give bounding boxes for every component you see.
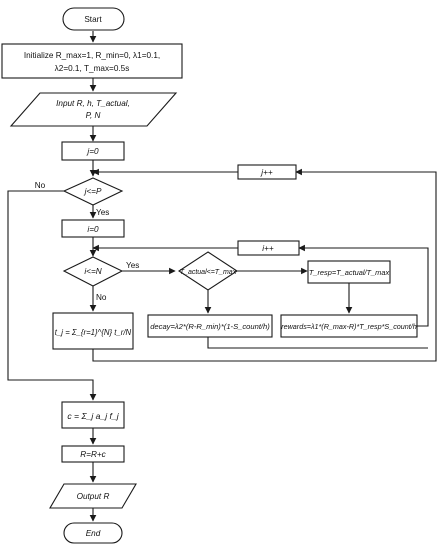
j-condition-decision: j<=P (62, 177, 124, 206)
t-resp-process: T_resp=T_actual/T_max (307, 260, 391, 284)
time-condition-label: T_actual<=T_max (180, 269, 237, 276)
update-process: R=R+c (61, 445, 125, 463)
j-no-label: No (35, 181, 46, 190)
j-increment-label: j++ (260, 168, 273, 177)
decay-process: decay=λ2*(R-R_min)*(1-S_count/h) (147, 314, 273, 338)
input-label-line1: Input R, h, T_actual, (56, 99, 130, 108)
init-label-line1: Initialize R_max=1, R_min=0, λ1=0.1, (24, 51, 160, 60)
start-label: Start (84, 15, 102, 24)
update-label: R=R+c (80, 450, 105, 459)
end-label: End (86, 529, 101, 538)
edge-rewards-iinc (298, 244, 429, 327)
tj-average-process: t_j = Σ_{r=1}^{N} t_r/N (52, 312, 134, 350)
i-condition-label: i<=N (84, 267, 101, 276)
tj-formula-label: t_j = Σ_{r=1}^{N} t_r/N (55, 328, 132, 337)
rewards-process: rewards=λ1*(R_max-R)*T_resp*S_count/h (280, 314, 418, 338)
edge-tj-jinc (92, 168, 437, 362)
init-process: Initialize R_max=1, R_min=0, λ1=0.1, λ2=… (1, 43, 183, 79)
input-label-line2: P, N (86, 111, 101, 120)
j-condition-label: j<=P (84, 187, 102, 196)
i-yes-label: Yes (126, 261, 139, 270)
j-increment-process: j++ (237, 164, 297, 180)
j-init-label: j=0 (86, 147, 99, 156)
c-formula-label: c = Σ_j a_j f_j (67, 411, 119, 421)
j-yes-label: Yes (96, 208, 109, 217)
c-sum-process: c = Σ_j a_j f_j (61, 401, 125, 429)
i-no-label: No (96, 293, 107, 302)
i-increment-label: i++ (262, 244, 274, 253)
end-terminal: End (63, 522, 123, 544)
i-init-process: i=0 (61, 219, 125, 238)
decay-label: decay=λ2*(R-R_min)*(1-S_count/h) (150, 322, 270, 331)
edge-decay-merge (207, 337, 428, 349)
time-condition-decision: T_actual<=T_max (177, 251, 239, 291)
init-label-line2: λ2=0.1, T_max=0.5s (55, 64, 130, 73)
i-condition-decision: i<=N (62, 256, 124, 287)
i-init-label: i=0 (87, 225, 99, 234)
connectors (7, 31, 437, 522)
j-init-process: j=0 (61, 141, 125, 161)
i-increment-process: i++ (237, 240, 300, 256)
start-terminal: Start (62, 7, 125, 31)
input-parallelogram: Input R, h, T_actual, P, N (9, 92, 178, 127)
output-parallelogram: Output R (49, 483, 137, 509)
output-label: Output R (77, 492, 110, 501)
edge-jcond-no-c (7, 190, 97, 401)
t-resp-label: T_resp=T_actual/T_max (309, 268, 390, 277)
rewards-label: rewards=λ1*(R_max-R)*T_resp*S_count/h (281, 322, 417, 331)
